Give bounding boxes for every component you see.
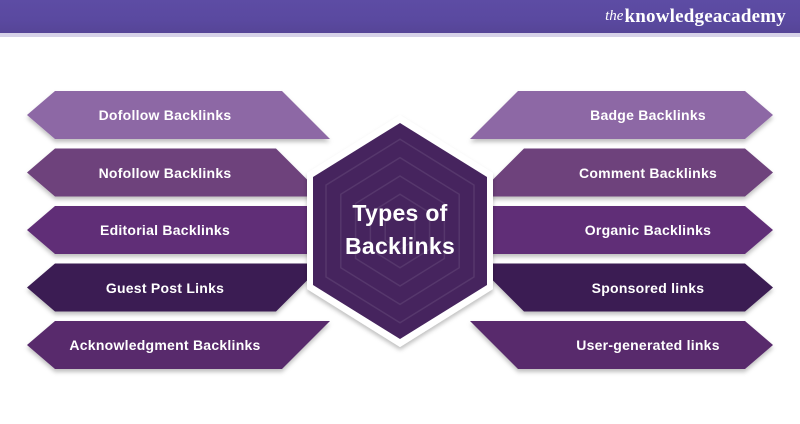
label-comment-backlinks: Comment Backlinks [578,164,718,181]
diagram-title-line1: Types of [352,200,448,226]
header-bar [0,0,800,33]
right-banner-group [405,91,773,369]
label-nofollow-backlinks: Nofollow Backlinks [98,164,232,181]
banner-sponsored-links [476,263,773,312]
hexagon-texture [325,138,475,324]
brand-logo-prefix: the [605,8,624,24]
label-guest-post-links: Guest Post Links [105,279,225,296]
label-dofollow-backlinks: Dofollow Backlinks [98,107,232,123]
banner-guest-post-links [27,263,324,312]
left-banner-group [27,91,395,369]
label-user-generated-links: User-generated links [576,337,720,353]
diagram-title: Types of Backlinks [310,197,490,263]
banner-user-generated-links [470,321,773,369]
banner-acknowledgment-backlinks [27,321,330,369]
banner-editorial-backlinks [27,206,395,254]
label-organic-backlinks: Organic Backlinks [584,222,712,238]
banner-organic-backlinks [405,206,773,254]
banner-badge-backlinks [470,91,773,139]
brand-logo-name: knowledgeacademy [624,5,786,27]
banner-nofollow-backlinks [27,148,324,197]
label-editorial-backlinks: Editorial Backlinks [99,222,231,238]
hexagon-center [313,123,487,339]
brand-logo: the knowledgeacademy [605,0,786,33]
banner-comment-backlinks [476,148,773,197]
label-sponsored-links: Sponsored links [591,279,705,296]
banner-dofollow-backlinks [27,91,330,139]
label-acknowledgment-backlinks: Acknowledgment Backlinks [69,337,261,353]
diagram-title-line2: Backlinks [344,233,456,259]
header-divider [0,33,800,37]
label-badge-backlinks: Badge Backlinks [590,107,706,123]
